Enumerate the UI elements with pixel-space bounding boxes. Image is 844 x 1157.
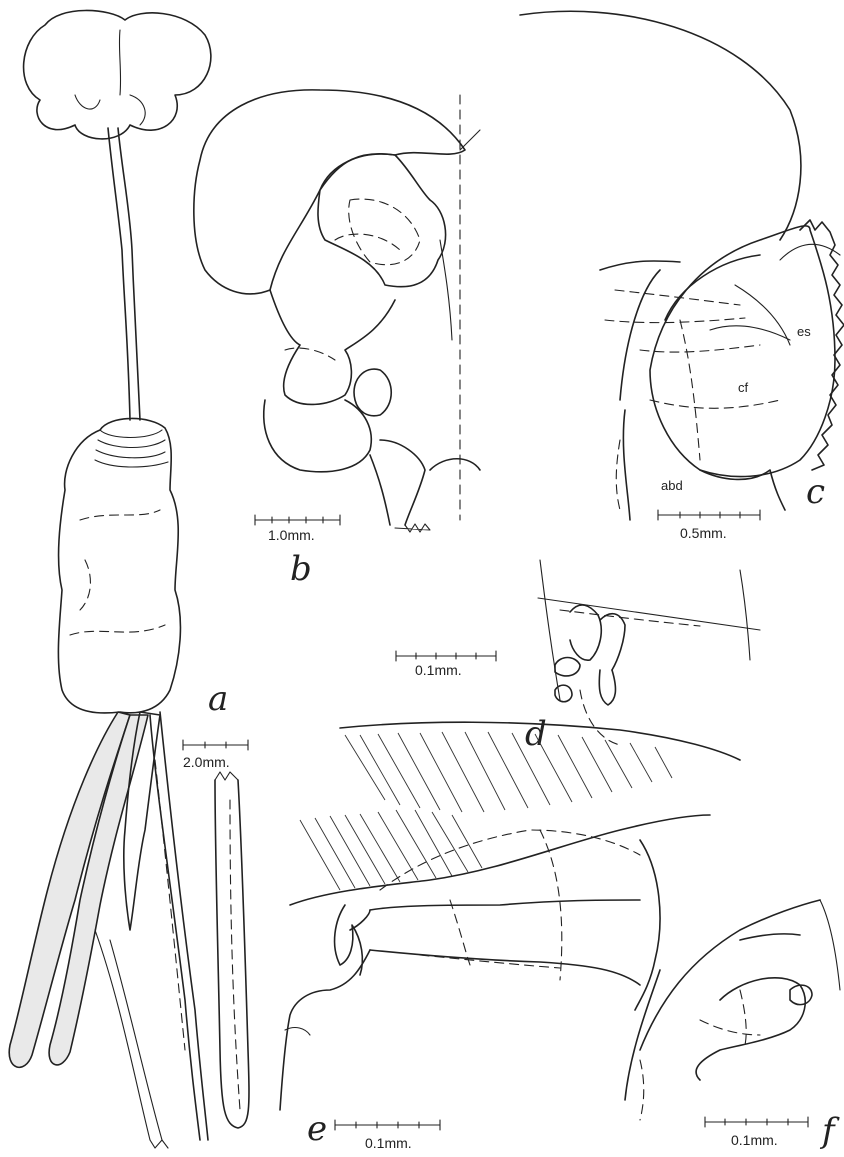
- figure-a-letter: a: [208, 679, 228, 719]
- figure-e: e 0.1mm.: [280, 722, 740, 1151]
- figure-b-letter: b: [290, 549, 312, 589]
- figure-f-letter: f: [819, 1111, 840, 1151]
- figure-b-scale-label: 1.0mm.: [268, 527, 315, 543]
- label-es: es: [797, 324, 811, 339]
- figure-c: es cf abd c 0.5mm.: [520, 11, 844, 541]
- label-cf: cf: [738, 380, 749, 395]
- figure-a-scale-label: 2.0mm.: [183, 754, 230, 770]
- figure-d-letter: d: [525, 714, 547, 754]
- figure-a: a 2.0mm.: [9, 10, 249, 1148]
- figure-e-letter: e: [307, 1109, 327, 1149]
- figure-b: b 1.0mm.: [194, 90, 480, 589]
- figure-c-scale-label: 0.5mm.: [680, 525, 727, 541]
- label-abd: abd: [661, 478, 683, 493]
- figure-d: d 0.1mm.: [396, 560, 760, 754]
- figure-d-scale-label: 0.1mm.: [415, 662, 462, 678]
- figure-c-letter: c: [806, 472, 825, 512]
- figure-f: f 0.1mm.: [640, 900, 840, 1151]
- figure-f-scale-label: 0.1mm.: [731, 1132, 778, 1148]
- figure-e-scale-label: 0.1mm.: [365, 1135, 412, 1151]
